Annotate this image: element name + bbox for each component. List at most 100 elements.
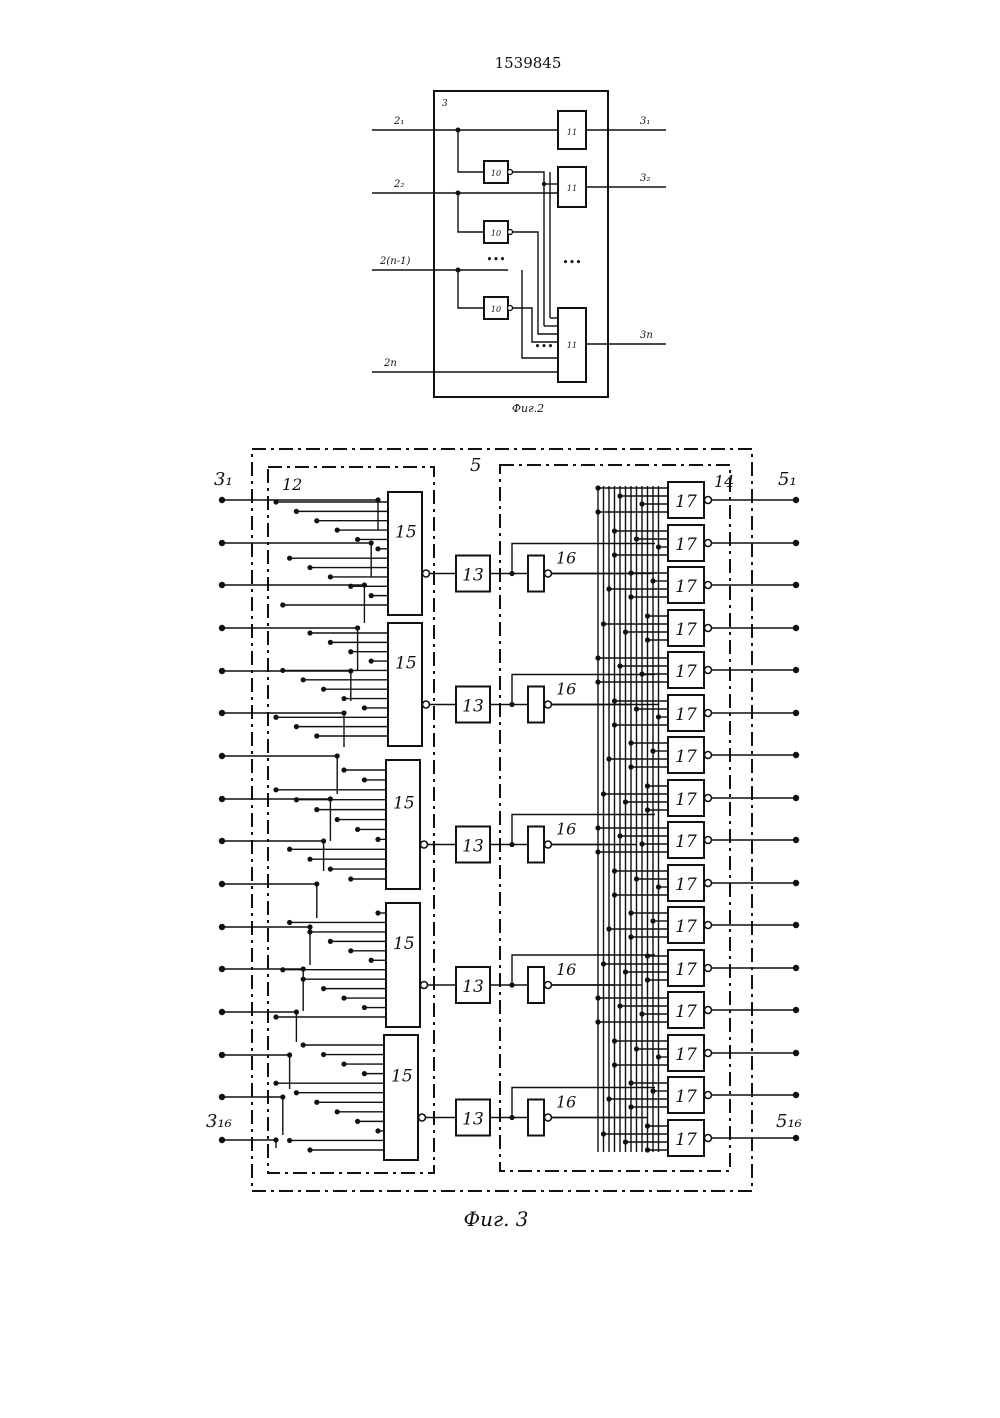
junction xyxy=(273,715,278,720)
gate-block-label: 17 xyxy=(675,747,697,767)
junction xyxy=(362,777,367,782)
output-pin xyxy=(793,965,799,971)
decoder-block-label: 15 xyxy=(393,934,415,954)
junction xyxy=(375,910,380,915)
patent-number: 1539845 xyxy=(495,54,562,72)
junction xyxy=(294,797,299,802)
junction xyxy=(634,876,639,881)
junction xyxy=(314,807,319,812)
fig2-input-label-1: 2₁ xyxy=(393,116,404,127)
junction xyxy=(601,961,606,966)
junction xyxy=(369,593,374,598)
fig2-ellipsis: ••• xyxy=(486,253,505,266)
junction xyxy=(301,677,306,682)
inverter-bubble xyxy=(705,965,712,972)
fig2-ellipsis: ••• xyxy=(534,340,553,353)
fig2-branch-n-1 xyxy=(458,270,484,308)
junction xyxy=(595,509,600,514)
fig2-input-label-n: 2n xyxy=(383,358,397,369)
register-block-label: 13 xyxy=(462,977,484,997)
junction xyxy=(612,892,617,897)
junction xyxy=(634,1046,639,1051)
junction xyxy=(628,1104,633,1109)
inverter-bubble xyxy=(423,701,430,708)
gate-block-16 xyxy=(528,827,544,863)
junction xyxy=(294,1090,299,1095)
gate-block-label: 17 xyxy=(675,1130,697,1150)
inverter-bubble xyxy=(545,570,552,577)
output-pin xyxy=(793,837,799,843)
junction xyxy=(645,807,650,812)
junction xyxy=(321,687,326,692)
junction xyxy=(639,841,644,846)
junction xyxy=(628,594,633,599)
gate-block-label: 17 xyxy=(675,1087,697,1107)
gate-block-label: 17 xyxy=(675,832,697,852)
fig2-diagram: 3 2₁ 2₂ 2(n-1) 2n 10 10 10 xyxy=(372,91,666,415)
junction xyxy=(595,679,600,684)
inverter-bubble xyxy=(705,752,712,759)
junction xyxy=(294,724,299,729)
junction xyxy=(645,783,650,788)
inverter-bubble xyxy=(705,880,712,887)
gate-block-label: 16 xyxy=(556,960,576,979)
junction xyxy=(280,668,285,673)
output-pin xyxy=(793,795,799,801)
inverter-bubble xyxy=(705,1092,712,1099)
fig3-output-label-first: 5₁ xyxy=(778,469,797,490)
junction xyxy=(656,544,661,549)
inverter-bubble xyxy=(545,982,552,989)
junction xyxy=(307,929,312,934)
junction xyxy=(341,696,346,701)
junction xyxy=(287,556,292,561)
gate-block-label: 16 xyxy=(556,1093,576,1112)
junction xyxy=(612,868,617,873)
junction xyxy=(606,926,611,931)
fig2-inverter-bubble xyxy=(508,170,513,175)
fig3-output-label-last: 5₁₆ xyxy=(776,1111,802,1132)
fig2-block-3-label: 3 xyxy=(442,99,448,109)
junction xyxy=(355,537,360,542)
junction xyxy=(301,1042,306,1047)
inverter-bubble xyxy=(545,1114,552,1121)
junction xyxy=(645,1147,650,1152)
fig2-gate-label: 11 xyxy=(567,341,577,350)
junction xyxy=(612,698,617,703)
fig2-inverter-bubble xyxy=(508,230,513,235)
gate-block-label: 16 xyxy=(556,680,576,699)
junction xyxy=(628,910,633,915)
decoder-block-label: 15 xyxy=(391,1067,413,1087)
fig2-gate-label: 11 xyxy=(567,184,577,193)
junction xyxy=(362,1005,367,1010)
junction xyxy=(348,948,353,953)
output-pin xyxy=(793,752,799,758)
junction xyxy=(612,722,617,727)
junction xyxy=(335,527,340,532)
gate-block-label: 17 xyxy=(675,662,697,682)
junction xyxy=(650,578,655,583)
gate-block-label: 17 xyxy=(675,875,697,895)
gate-block-label: 17 xyxy=(675,790,697,810)
decoder-block-label: 15 xyxy=(393,794,415,814)
output-pin xyxy=(793,497,799,503)
junction xyxy=(314,518,319,523)
gate-block-label: 17 xyxy=(675,1045,697,1065)
output-pin xyxy=(793,1135,799,1141)
gate-block-16 xyxy=(528,687,544,723)
junction xyxy=(628,740,633,745)
junction xyxy=(287,920,292,925)
junction xyxy=(355,1119,360,1124)
junction xyxy=(601,621,606,626)
inverter-bubble xyxy=(545,841,552,848)
output-pin xyxy=(793,1092,799,1098)
junction xyxy=(362,705,367,710)
junction xyxy=(341,1061,346,1066)
decoder-block-15 xyxy=(384,1035,418,1160)
junction xyxy=(612,1038,617,1043)
junction xyxy=(273,1014,278,1019)
junction xyxy=(595,485,600,490)
junction xyxy=(307,1147,312,1152)
junction xyxy=(623,969,628,974)
register-block-label: 13 xyxy=(462,697,484,717)
inverter-bubble xyxy=(705,710,712,717)
